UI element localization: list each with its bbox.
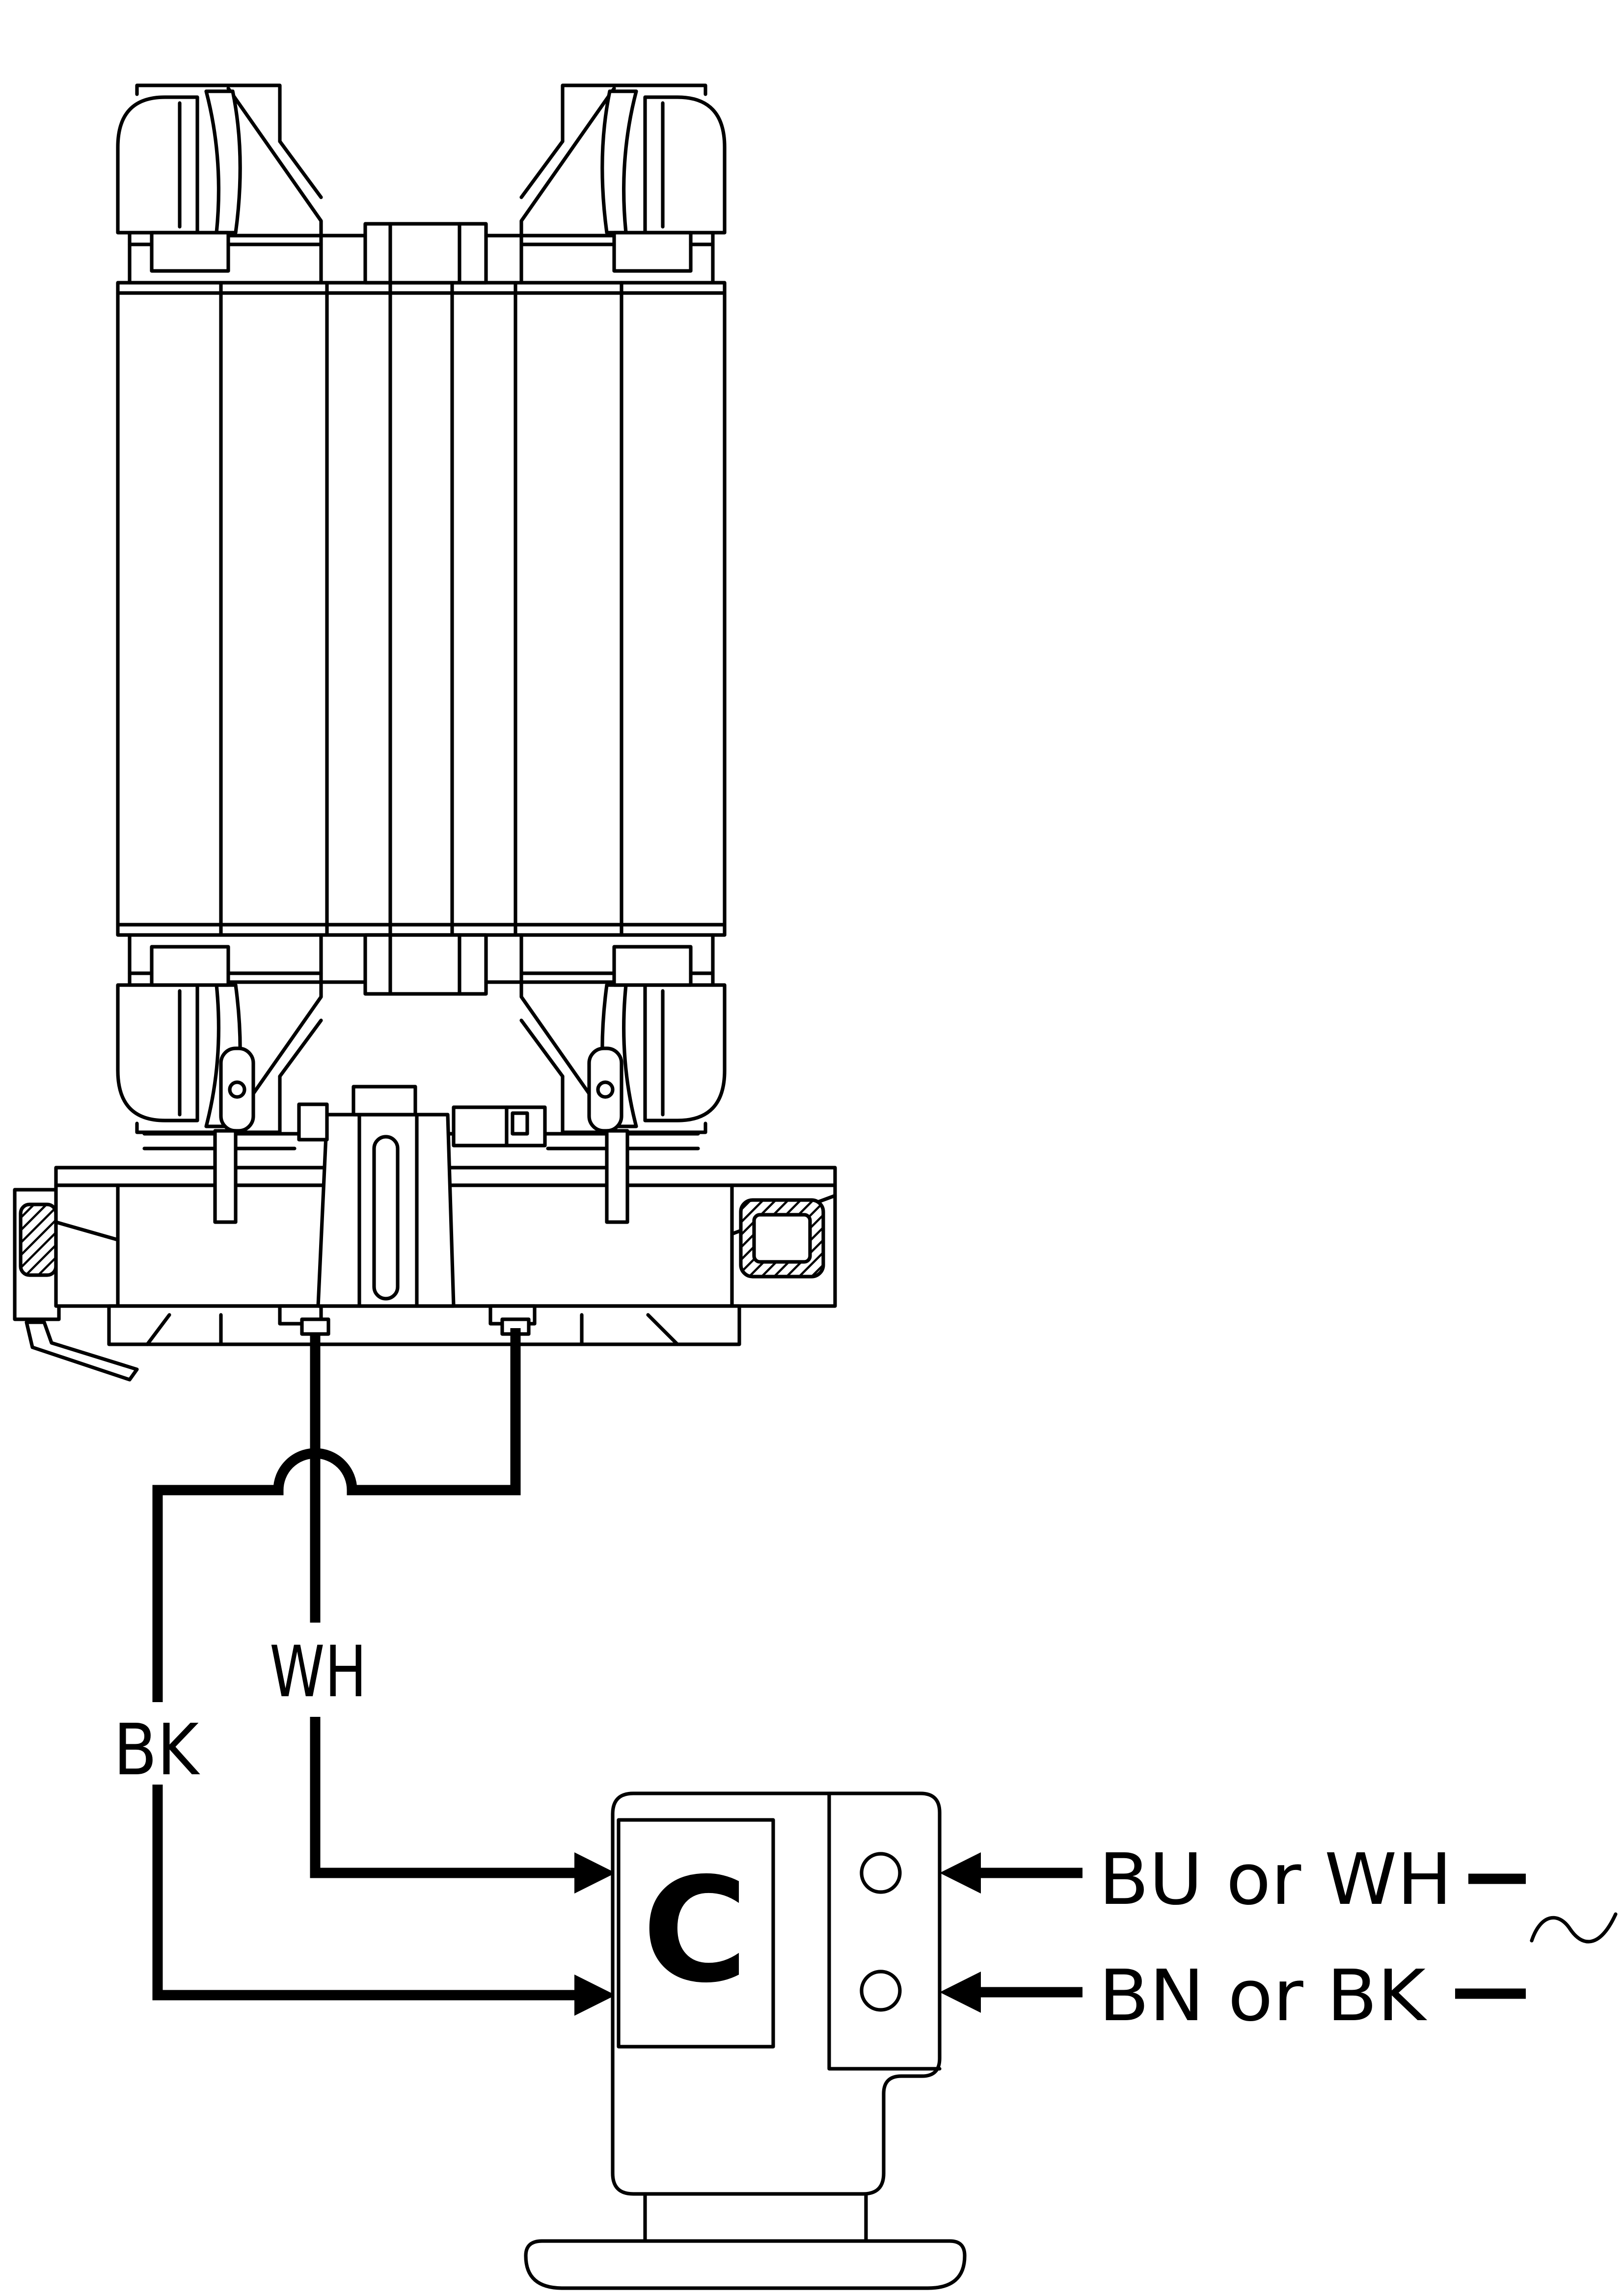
supply-line-2-label: BN or BK (1099, 1954, 1428, 2037)
ac-symbol-icon (1530, 1912, 1618, 1944)
left-seal (19, 1202, 58, 1277)
bottom-center-block (319, 933, 523, 996)
right-terminal-pin (605, 1129, 629, 1224)
stator-body (116, 281, 727, 937)
connector-c-box (617, 1818, 775, 2049)
bk-wire-label: BK (113, 1709, 200, 1791)
arrow-right-icon (574, 1852, 616, 1894)
left-terminal-pin (213, 1129, 238, 1224)
top-center-block (319, 222, 523, 285)
top-left-end-cap (118, 85, 321, 283)
supply-line-1 (940, 1852, 1526, 1894)
supply-line-2 (940, 1972, 1526, 2013)
bk-wire (152, 1328, 616, 2016)
connector-label: C (642, 1847, 748, 2015)
connector-base-pad (524, 2239, 967, 2290)
top-right-end-cap (521, 85, 725, 283)
shaft-housing (297, 1085, 547, 1308)
left-screw-tab (219, 1046, 255, 1133)
right-screw-tab (587, 1046, 623, 1133)
wh-wire (310, 1333, 616, 1894)
bottom-plate (107, 1304, 741, 1346)
motor (13, 85, 837, 1382)
screw-icon (596, 1080, 615, 1099)
connector-block (524, 1791, 967, 2290)
supply-line-1-label: BU or WH (1099, 1838, 1452, 1921)
connector-neck (643, 2192, 868, 2243)
arrow-left-icon (940, 1972, 981, 2013)
wh-wire-label: WH (270, 1630, 367, 1713)
retaining-clip (25, 1320, 139, 1382)
screw-icon (228, 1080, 246, 1099)
arrow-right-icon (574, 1975, 616, 2016)
supply-terminal-1 (860, 1852, 902, 1894)
wh-wire-tab (300, 1317, 330, 1336)
supply-terminal-2 (860, 1970, 902, 2012)
arrow-left-icon (940, 1852, 981, 1894)
